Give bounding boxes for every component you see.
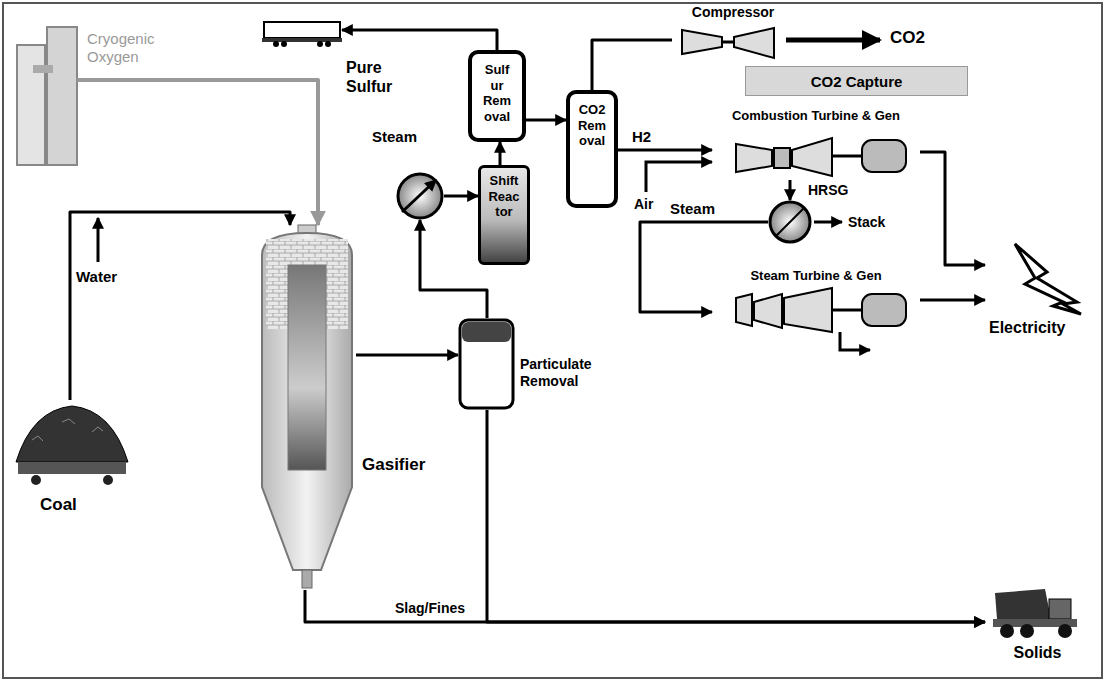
flow-line: [920, 152, 985, 265]
node-text: Steam Turbine & Gen: [712, 268, 920, 284]
annotation-label: Slag/Fines: [395, 600, 465, 617]
edge-label: Steam: [668, 200, 717, 218]
node-text: Solids: [985, 643, 1090, 662]
flow-line: [444, 195, 478, 198]
node-text: Compressor: [672, 4, 794, 21]
hrsg: HRSG: [768, 200, 812, 244]
sulfur-removal-unit: Sulf ur Rem oval: [468, 50, 526, 142]
annotation-label: Water: [76, 268, 117, 286]
heat-exchanger: Steam: [372, 128, 444, 220]
flow-line: [618, 149, 712, 152]
node-text: CO2 Capture: [746, 73, 967, 91]
flow-line: [70, 212, 290, 400]
rail-car-shape: [262, 18, 342, 48]
capture-band: CO2 Capture: [745, 66, 968, 96]
flow-line: [342, 30, 497, 50]
annotation-label: Stack: [848, 214, 885, 231]
dump-truck: Solids: [985, 585, 1090, 670]
flow-line: [180, 80, 318, 225]
node-text: Steam: [372, 128, 417, 146]
flow-line: [789, 180, 792, 200]
coal-pile: Coal: [12, 400, 132, 525]
particulate-filter: Particulate Removal: [458, 318, 515, 410]
oxygen-plant-shape: [15, 25, 180, 175]
oxygen-plant: Cryogenic Oxygen: [15, 25, 180, 175]
node-text: Particulate Removal: [520, 356, 602, 390]
flow-line: [356, 354, 458, 357]
gasifier-vessel: Gasifier: [258, 225, 356, 590]
node-text: Pure Sulfur: [346, 58, 408, 96]
flow-line: [920, 299, 985, 302]
flow-line: [526, 119, 566, 122]
node-text: Electricity: [989, 318, 1065, 337]
flow-line: [592, 40, 672, 90]
gas-turbine: Combustion Turbine & Gen: [712, 108, 920, 180]
flow-line: [305, 590, 985, 622]
hrsg-shape: [768, 200, 812, 244]
node-text: Cryogenic Oxygen: [87, 30, 179, 66]
electricity-output: Electricity: [985, 240, 1095, 345]
particulate-filter-shape: [458, 318, 515, 410]
steam-turbine: Steam Turbine & Gen: [712, 268, 920, 338]
node-text: Combustion Turbine & Gen: [712, 108, 920, 124]
annotation-label: Air: [634, 196, 653, 213]
edge-label: H2: [630, 128, 653, 146]
node-text: HRSG: [808, 182, 848, 199]
annotation-label: CO2: [890, 28, 925, 48]
node-text: Sulf ur Rem oval: [483, 62, 511, 124]
flow-line: [420, 220, 487, 318]
shift-reactor: Shift Reac tor: [478, 165, 530, 265]
node-text: Gasifier: [362, 455, 425, 475]
node-text: Coal: [40, 495, 77, 515]
flow-line: [487, 410, 985, 622]
compressor: Compressor: [672, 4, 794, 60]
gasifier-vessel-shape: [258, 225, 356, 590]
rail-car: Pure Sulfur: [262, 18, 342, 48]
node-text: Shift Reac tor: [488, 173, 519, 220]
co2-removal-unit: CO2 Rem oval: [566, 90, 618, 208]
node-text: CO2 Rem oval: [578, 102, 606, 149]
flow-line: [499, 142, 502, 165]
